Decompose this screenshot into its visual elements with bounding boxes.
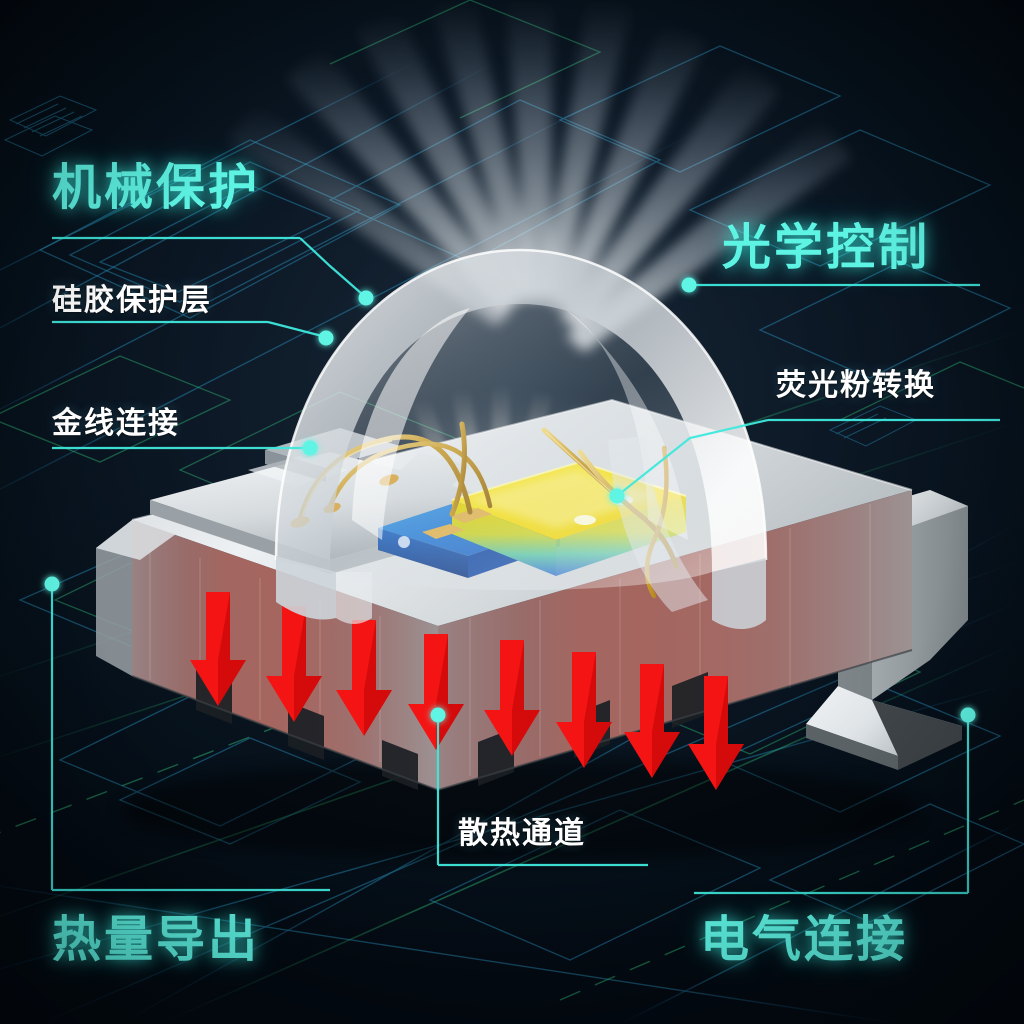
callout-label-heat-export: 热量导出 <box>52 911 261 968</box>
callout-label-mechanical-protection: 机械保护 <box>52 159 261 216</box>
callout-label-gold-wire-bond: 金线连接 <box>52 406 180 441</box>
callout-label-heat-dissipation-channel: 散热通道 <box>458 816 586 851</box>
callout-label-optical-control: 光学控制 <box>722 219 931 276</box>
callout-label-phosphor-conversion: 荧光粉转换 <box>776 368 936 403</box>
callout-label-silicone-protective-layer: 硅胶保护层 <box>52 283 212 318</box>
silicone-dome <box>274 248 768 629</box>
callout-label-electrical-connection: 电气连接 <box>700 911 909 968</box>
